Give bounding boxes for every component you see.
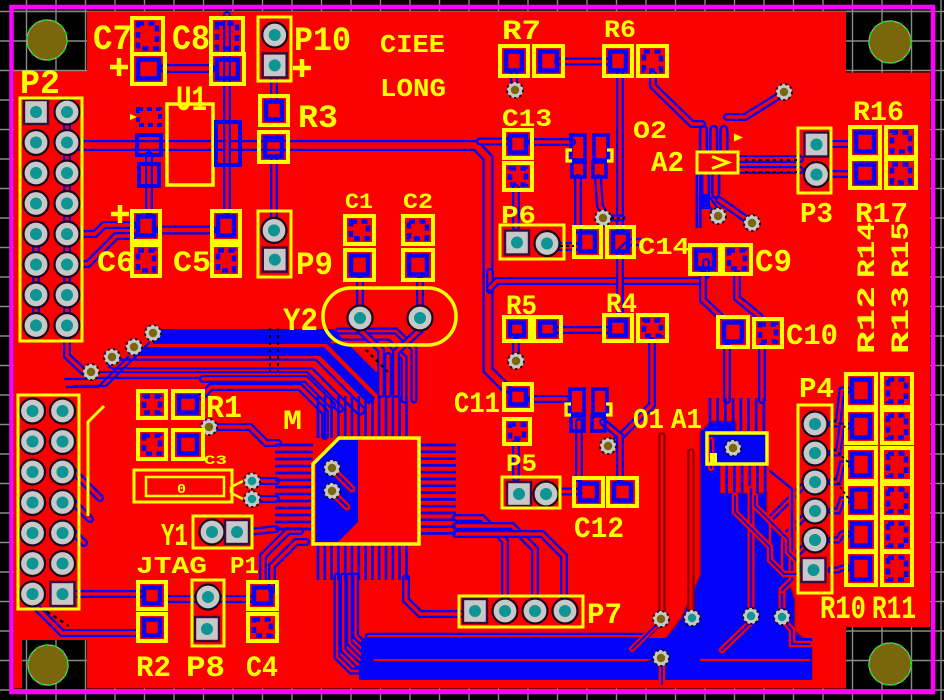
svg-text:M: M [283,407,302,438]
svg-text:P3: P3 [800,198,833,231]
svg-text:C5: C5 [173,247,211,281]
svg-text:A1: A1 [671,404,702,437]
svg-text:CIEE: CIEE [380,31,445,60]
svg-text:R7: R7 [502,17,541,48]
svg-text:C13: C13 [502,105,552,134]
svg-text:R5: R5 [506,292,537,323]
svg-text:P4: P4 [799,373,834,406]
svg-text:A2: A2 [651,147,684,180]
svg-text:R15: R15 [887,222,916,278]
svg-text:C3: C3 [204,454,227,468]
svg-text:P7: P7 [587,599,622,633]
svg-text:R13: R13 [887,286,916,354]
svg-text:R6: R6 [604,16,636,45]
svg-text:C6: C6 [97,247,135,281]
svg-text:R10: R10 [820,591,866,628]
svg-text:Y1: Y1 [161,520,188,555]
svg-text:C12: C12 [574,513,624,547]
svg-text:R1: R1 [206,392,242,427]
svg-text:C4: C4 [246,652,278,686]
svg-text:R14: R14 [853,222,882,278]
svg-text:C10: C10 [786,320,838,354]
svg-text:C1: C1 [345,189,373,215]
svg-text:C11: C11 [454,388,500,422]
svg-text:P10: P10 [294,23,351,61]
svg-text:P8: P8 [186,652,225,686]
svg-text:P1: P1 [230,554,259,581]
svg-text:U1: U1 [176,81,207,121]
svg-text:P9: P9 [296,247,333,284]
svg-text:JTAG: JTAG [136,554,207,581]
svg-text:0: 0 [177,483,186,498]
svg-text:C7: C7 [93,20,132,60]
svg-text:LONG: LONG [380,75,446,104]
svg-text:P2: P2 [20,66,60,104]
svg-text:P6: P6 [501,201,536,231]
svg-text:P5: P5 [506,450,537,479]
svg-text:C8: C8 [172,20,210,60]
svg-text:C2: C2 [403,189,433,215]
svg-text:R16: R16 [853,98,904,129]
svg-text:R3: R3 [298,100,338,137]
svg-text:O1: O1 [633,404,664,437]
svg-text:R11: R11 [872,591,916,628]
svg-text:R2: R2 [136,652,171,686]
svg-text:C14: C14 [638,235,690,262]
svg-text:Y2: Y2 [283,303,318,340]
svg-text:C9: C9 [755,246,792,281]
svg-text:R4: R4 [606,290,637,321]
svg-text:O2: O2 [633,117,667,146]
svg-text:R17: R17 [855,198,908,231]
svg-text:R12: R12 [853,286,882,354]
